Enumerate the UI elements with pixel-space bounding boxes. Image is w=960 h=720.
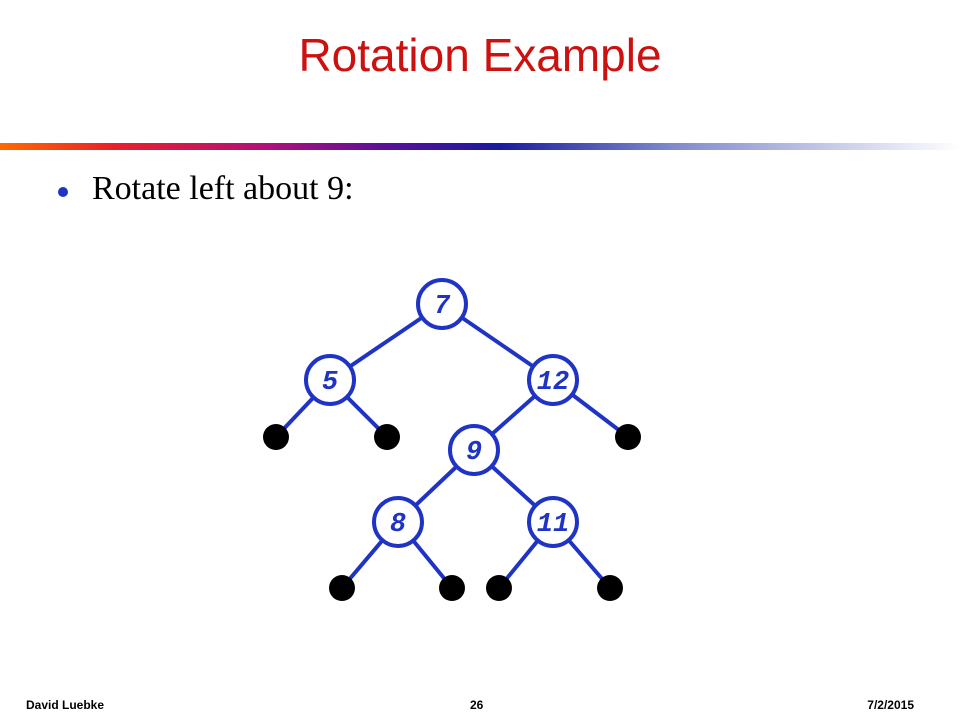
slide-title: Rotation Example — [298, 29, 662, 81]
tree-node-11 — [527, 496, 579, 548]
footer-author: David Luebke — [26, 698, 105, 712]
null-leaf — [329, 575, 355, 601]
tree-node-12 — [527, 354, 579, 406]
tree-node-5 — [304, 354, 356, 406]
null-leaf — [263, 424, 289, 450]
tree-node-8 — [372, 496, 424, 548]
null-leaf — [486, 575, 512, 601]
bullet-item: Rotate left about 9: — [58, 170, 354, 208]
tree-node-7 — [416, 278, 468, 330]
node-label-11: 11 — [537, 510, 569, 540]
null-leaf — [439, 575, 465, 601]
null-leaf — [597, 575, 623, 601]
node-label-9: 9 — [466, 438, 482, 468]
null-leaf — [615, 424, 641, 450]
footer-page-number: 26 — [470, 698, 484, 712]
title-divider — [0, 143, 960, 150]
bullet-text: Rotate left about 9: — [92, 170, 354, 207]
bullet-icon — [58, 187, 68, 197]
tree-node-9 — [448, 424, 500, 476]
node-label-12: 12 — [537, 368, 569, 398]
node-label-7: 7 — [434, 292, 451, 322]
node-label-5: 5 — [322, 368, 338, 398]
null-leaf — [374, 424, 400, 450]
node-label-8: 8 — [390, 510, 406, 540]
footer-date: 7/2/2015 — [867, 698, 914, 712]
